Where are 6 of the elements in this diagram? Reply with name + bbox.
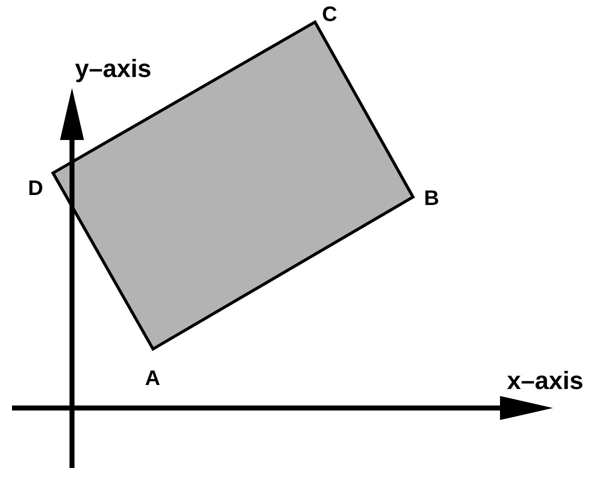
vertex-label: A bbox=[145, 368, 160, 389]
vertex-label: B bbox=[424, 188, 440, 209]
vertex-label: D bbox=[28, 178, 44, 199]
vertex-label: C bbox=[322, 4, 338, 25]
axis-label: x–axis bbox=[507, 369, 584, 394]
axis-label: y–axis bbox=[75, 57, 152, 82]
